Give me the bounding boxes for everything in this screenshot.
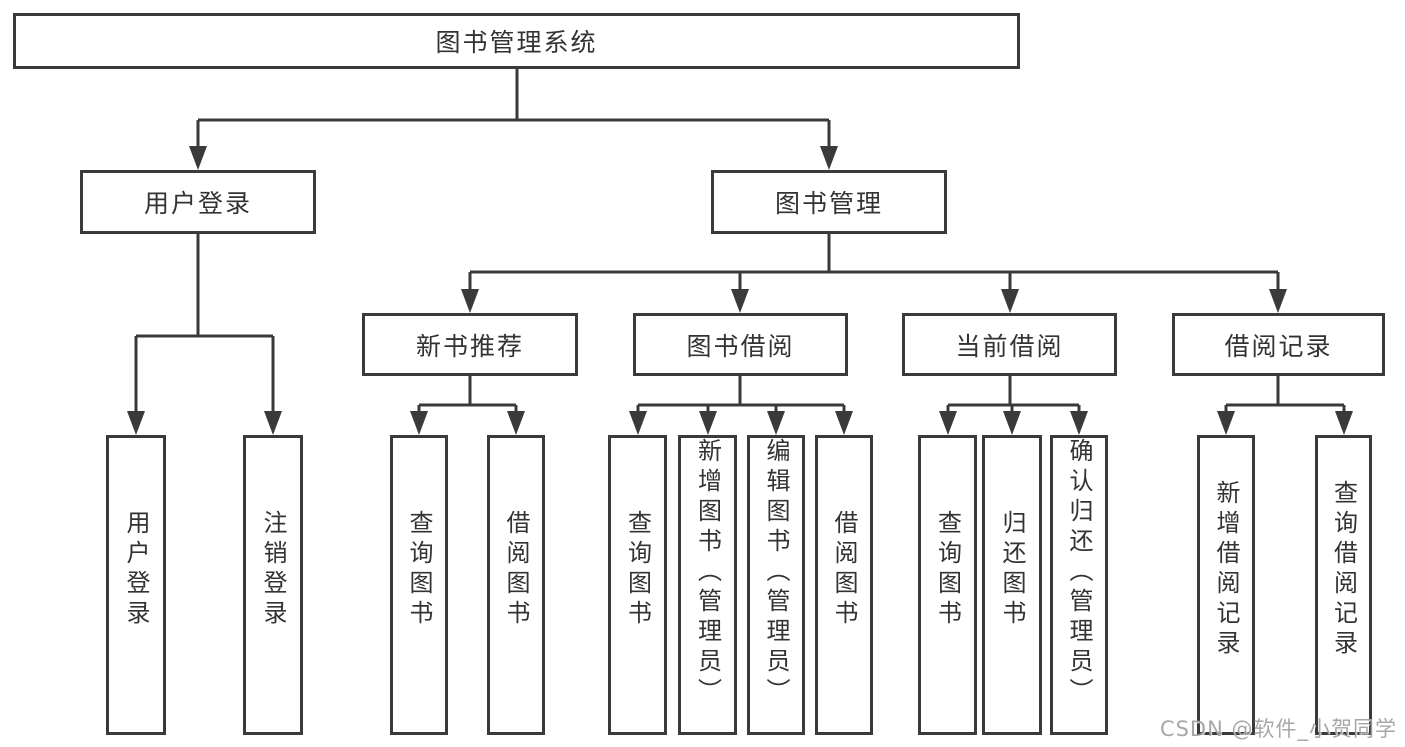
node-label: 查询图书 (933, 510, 962, 630)
node-label: 借阅图书 (502, 510, 530, 630)
node-label: 新增图书（管理员） (693, 438, 722, 708)
arrowhead (127, 411, 145, 435)
leaf-user-login: 用户登录 (106, 435, 166, 735)
arrowhead (835, 411, 853, 435)
arrowhead (507, 411, 525, 435)
leaf-query-books-recommend: 查询图书 (390, 435, 448, 735)
node-label: 编辑图书（管理员） (762, 438, 790, 708)
arrowhead (1269, 289, 1287, 313)
arrowhead (264, 411, 282, 435)
arrowhead (939, 411, 957, 435)
node-current-borrowing: 当前借阅 (902, 313, 1117, 376)
node-label: 用户登录 (143, 189, 252, 218)
node-label: 借阅图书 (830, 510, 858, 630)
node-label: 图书管理系统 (435, 28, 598, 57)
arrowhead (820, 146, 838, 170)
arrowhead (1001, 289, 1019, 313)
node-label: 归还图书 (998, 510, 1026, 630)
node-label: 新书推荐 (415, 331, 524, 361)
leaf-logout: 注销登录 (243, 435, 303, 735)
node-book-borrowing: 图书借阅 (633, 313, 848, 376)
node-label: 注销登录 (259, 510, 287, 630)
leaf-add-book-admin: 新增图书（管理员） (678, 435, 737, 735)
arrowhead (699, 411, 717, 435)
node-label: 借阅记录 (1224, 331, 1333, 361)
node-label: 图书借阅 (686, 331, 795, 361)
node-label: 查询借阅记录 (1329, 480, 1358, 660)
leaf-query-borrow-record: 查询借阅记录 (1315, 435, 1372, 735)
arrowhead (629, 411, 647, 435)
node-book-management: 图书管理 (711, 170, 947, 234)
node-user-login: 用户登录 (80, 170, 316, 234)
leaf-query-books-borrowing: 查询图书 (608, 435, 667, 735)
csdn-watermark: CSDN @软件_小贺同学 (1159, 717, 1397, 741)
node-label: 查询图书 (405, 510, 433, 630)
leaf-borrow-books-borrowing: 借阅图书 (815, 435, 873, 735)
node-label: 当前借阅 (955, 331, 1064, 361)
arrowhead (189, 146, 207, 170)
node-label: 确认归还（管理员） (1065, 438, 1093, 708)
arrowhead (1335, 411, 1353, 435)
node-label: 图书管理 (774, 189, 883, 218)
leaf-confirm-return-admin: 确认归还（管理员） (1050, 435, 1108, 735)
node-label: 查询图书 (623, 510, 652, 630)
arrowhead (1070, 411, 1088, 435)
node-borrowing-records: 借阅记录 (1172, 313, 1385, 376)
node-library-management-system: 图书管理系统 (13, 13, 1020, 69)
node-label: 用户登录 (122, 510, 150, 630)
leaf-add-borrow-record: 新增借阅记录 (1197, 435, 1255, 735)
arrowhead (1003, 411, 1021, 435)
arrowhead (1217, 411, 1235, 435)
leaf-borrow-books-recommend: 借阅图书 (487, 435, 545, 735)
arrowhead (731, 289, 749, 313)
leaf-edit-book-admin: 编辑图书（管理员） (747, 435, 805, 735)
arrowhead (410, 411, 428, 435)
node-label: 新增借阅记录 (1212, 480, 1240, 660)
arrowhead (461, 289, 479, 313)
leaf-query-books-current: 查询图书 (918, 435, 977, 735)
leaf-return-book: 归还图书 (982, 435, 1042, 735)
arrowhead (767, 411, 785, 435)
node-new-book-recommend: 新书推荐 (362, 313, 578, 376)
